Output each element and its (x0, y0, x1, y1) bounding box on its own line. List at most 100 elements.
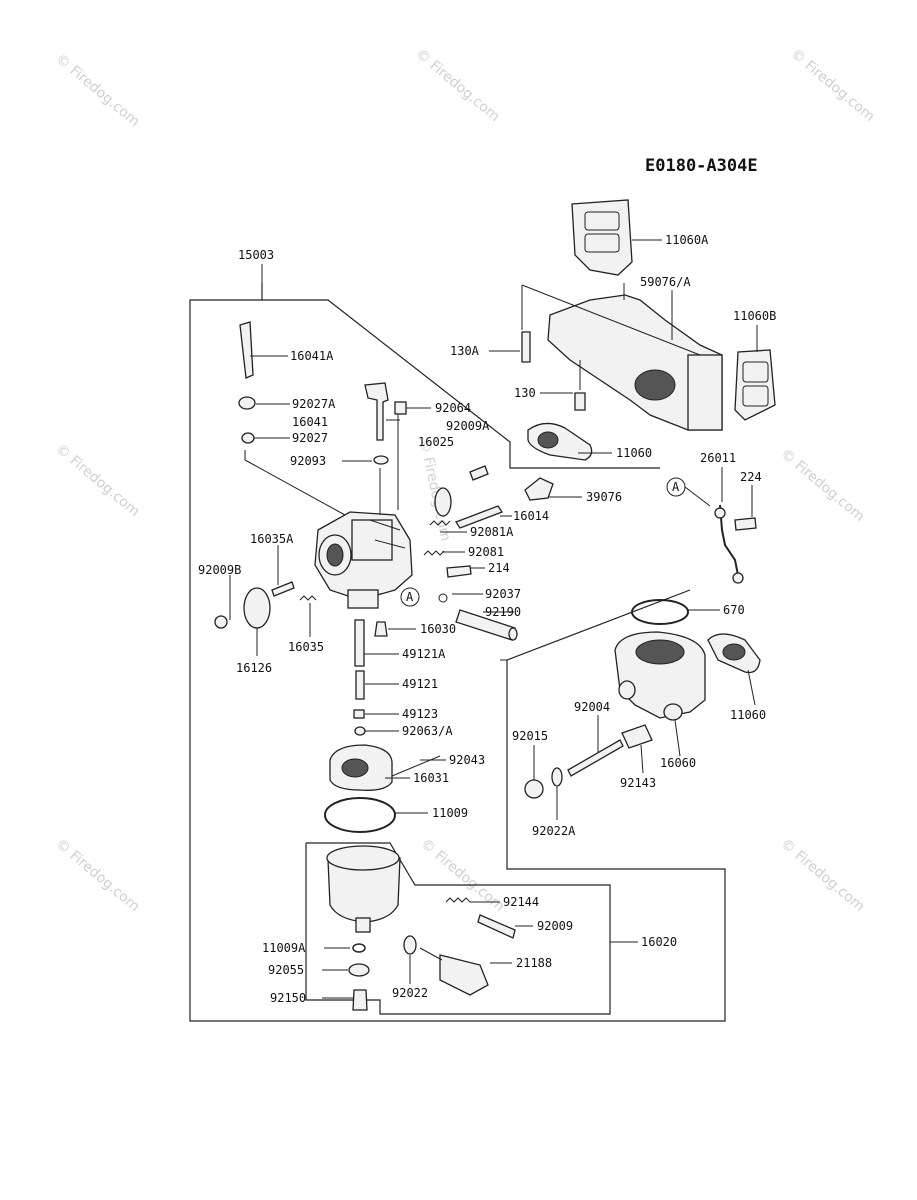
watermark: © Firedog.com (412, 46, 502, 125)
spring-92081 (423, 550, 445, 556)
stud-92004 (567, 739, 624, 777)
label-92093: 92093 (290, 454, 326, 468)
cap-92027A (238, 396, 256, 410)
spring-92081A (429, 520, 451, 526)
plate-16025 (434, 487, 452, 517)
label-16030: 16030 (420, 622, 456, 636)
label-130: 130 (514, 386, 536, 400)
diagram-code: E0180-A304E (645, 156, 758, 176)
label-15003: 15003 (238, 248, 274, 262)
label-16126: 16126 (236, 661, 272, 675)
needle-16014 (455, 505, 503, 529)
plate-16126 (243, 587, 271, 629)
solenoid-21188 (439, 954, 489, 996)
label-16031: 16031 (413, 771, 449, 785)
bracket-39076 (524, 477, 554, 501)
label-670: 670 (723, 603, 745, 617)
label-16041A: 16041A (290, 349, 334, 363)
label-11060B: 11060B (733, 309, 776, 323)
label-92143: 92143 (620, 776, 656, 790)
label-39076: 39076 (586, 490, 622, 504)
label-214: 214 (488, 561, 510, 575)
oring-670 (631, 599, 689, 625)
oring-11009A (352, 943, 366, 953)
clip-92037 (438, 593, 448, 603)
assembly-frame-15003 (189, 283, 726, 1022)
screw-92009B (214, 615, 228, 629)
screw-214 (446, 565, 472, 578)
gasket-92055 (348, 963, 370, 977)
lever-16041A (239, 321, 254, 379)
label-92055: 92055 (268, 963, 304, 977)
label-92081: 92081 (468, 545, 504, 559)
label-49123: 49123 (402, 707, 438, 721)
watermark: © Firedog.com (777, 446, 867, 525)
wire-26011 (719, 504, 739, 576)
label-92009B: 92009B (198, 563, 241, 577)
label-49121: 49121 (402, 677, 438, 691)
label-92022: 92022 (392, 986, 428, 1000)
screw-92150 (352, 989, 368, 1011)
watermark: © Firedog.com (417, 836, 507, 915)
bolt-130A (521, 331, 531, 363)
washer-92093 (373, 455, 389, 465)
carburetor-body (314, 511, 413, 609)
label-92043: 92043 (449, 753, 485, 767)
assembly-frame-top (262, 299, 660, 469)
label-92190: 92190 (485, 605, 521, 619)
svg-text:A: A (672, 480, 680, 494)
label-92064: 92064 (435, 401, 471, 415)
label-16035: 16035 (288, 640, 324, 654)
label-92081A: 92081A (470, 525, 514, 539)
label-26011: 26011 (700, 451, 736, 465)
label-130A: 130A (450, 344, 480, 358)
label-11009A: 11009A (262, 941, 306, 955)
cap-92027 (241, 432, 255, 444)
watermark: © Firedog.com (777, 836, 867, 915)
plug-92064 (394, 401, 407, 415)
nut-92015 (524, 779, 544, 799)
gasket-11060A (571, 199, 633, 276)
watermark: © Firedog.com (52, 836, 142, 915)
part-labels: 15003 16041A 92027A 92064 16041 92027 92… (198, 233, 776, 1005)
screw-92009A (469, 465, 489, 481)
label-59076A: 59076/A (640, 275, 691, 289)
watermark: © Firedog.com (52, 51, 142, 130)
bolt-130 (574, 392, 586, 411)
marker-a-right: A (666, 477, 686, 497)
watermark: © Firedog.com (787, 46, 877, 125)
svg-text:A: A (406, 590, 414, 604)
float-bowl (326, 845, 401, 933)
washer-92022A (551, 767, 563, 787)
gasket-11060B (734, 349, 776, 421)
gasket-11009 (324, 797, 396, 833)
label-92004: 92004 (574, 700, 610, 714)
label-11060-right: 11060 (730, 708, 766, 722)
label-16020: 16020 (641, 935, 677, 949)
label-16041: 16041 (292, 415, 328, 429)
oring-92063A (354, 726, 366, 736)
label-92027: 92027 (292, 431, 328, 445)
lever-16041 (364, 382, 389, 441)
spring-16035 (299, 595, 317, 601)
label-21188: 21188 (516, 956, 552, 970)
label-16060: 16060 (660, 756, 696, 770)
screw-92009 (477, 914, 516, 939)
screw-16035A (271, 581, 295, 597)
label-92009: 92009 (537, 919, 573, 933)
jet-49121 (355, 670, 365, 700)
label-92027A: 92027A (292, 397, 336, 411)
jet-49123 (353, 709, 365, 719)
marker-a-left: A (400, 587, 420, 607)
label-92037: 92037 (485, 587, 521, 601)
screw-224 (734, 517, 757, 531)
label-16014: 16014 (513, 509, 549, 523)
label-11060-top: 11060 (616, 446, 652, 460)
pin-92043 (391, 755, 441, 777)
watermark: © Firedog.com (52, 441, 142, 520)
washer-92022 (403, 935, 417, 955)
label-16025: 16025 (418, 435, 454, 449)
label-92015: 92015 (512, 729, 548, 743)
label-11009: 11009 (432, 806, 468, 820)
